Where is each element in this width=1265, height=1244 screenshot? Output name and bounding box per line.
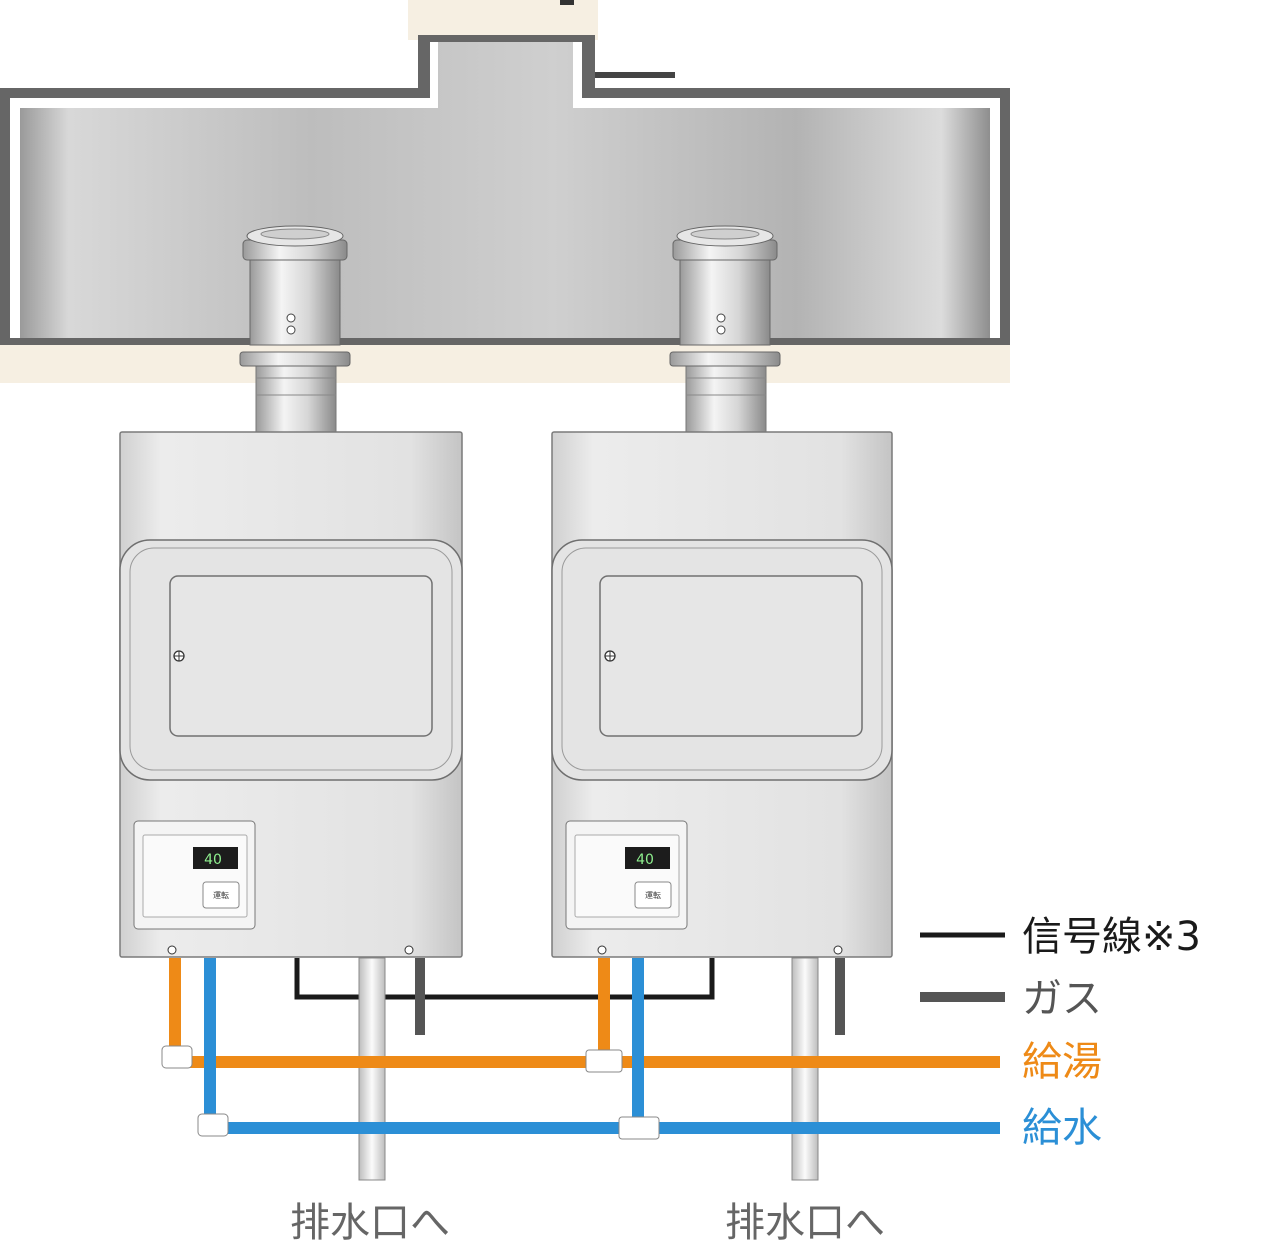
legend: 信号線※3 ガス 給湯 給水 bbox=[920, 914, 1201, 1151]
exhaust-chimney-right bbox=[669, 225, 781, 436]
exhaust-chimney-left bbox=[239, 225, 351, 436]
gas-pipes bbox=[415, 958, 845, 1035]
remote-run-button-left[interactable]: 運転 bbox=[213, 891, 229, 900]
drain-pipes bbox=[358, 957, 819, 1181]
legend-signal-label: 信号線※3 bbox=[1022, 914, 1201, 960]
remote-controller-right[interactable]: 40 運転 bbox=[565, 820, 688, 930]
legend-cold-label: 給水 bbox=[1022, 1105, 1102, 1151]
signal-line bbox=[294, 958, 715, 1000]
water-heater-left: 40 運転 bbox=[119, 225, 463, 958]
remote-display-left: 40 bbox=[204, 852, 222, 868]
remote-display-right: 40 bbox=[636, 852, 654, 868]
drain-label-right: 排水口へ bbox=[725, 1200, 885, 1244]
legend-gas-label: ガス bbox=[1022, 976, 1102, 1022]
water-heater-right: 40 運転 bbox=[551, 225, 893, 958]
drain-label-left: 排水口へ bbox=[290, 1200, 450, 1244]
pipe-fittings bbox=[161, 1045, 660, 1140]
legend-hot-label: 給湯 bbox=[1022, 1039, 1102, 1085]
remote-controller-left[interactable]: 40 運転 bbox=[133, 820, 256, 930]
remote-run-button-right[interactable]: 運転 bbox=[645, 891, 661, 900]
ceiling-duct bbox=[0, 0, 1010, 383]
